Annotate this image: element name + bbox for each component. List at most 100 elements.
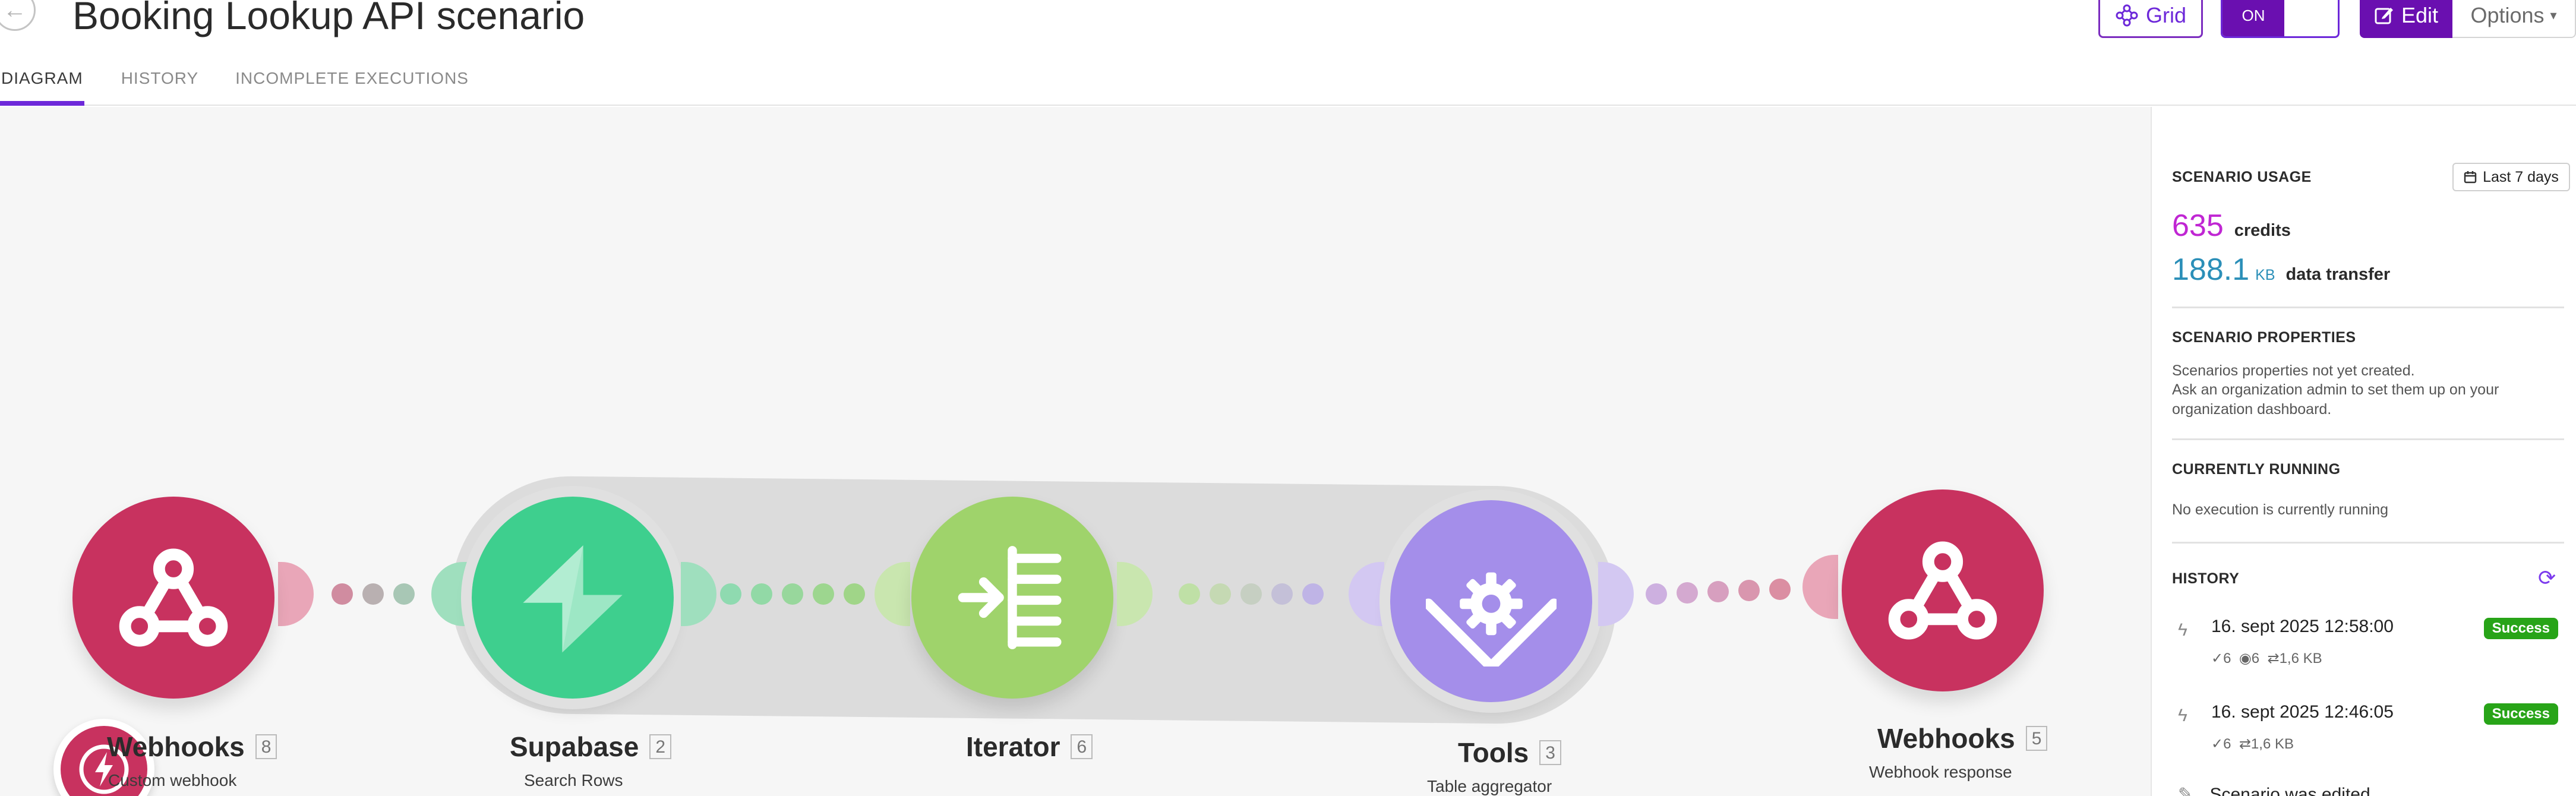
properties-text-1: Scenarios properties not yet created. — [2172, 362, 2415, 379]
credits-value: 635 — [2172, 209, 2224, 243]
usage-heading: SCENARIO USAGE — [2172, 169, 2312, 185]
bolt-icon: ϟ — [2178, 620, 2187, 640]
period-selector[interactable]: Last 7 days — [2452, 163, 2570, 191]
ops-count: 6 — [2223, 736, 2231, 752]
webhook-icon — [1888, 541, 1997, 640]
status-badge: Success — [2483, 618, 2558, 639]
connection-dot — [1179, 583, 1200, 605]
eye-icon: ◉ — [2239, 650, 2252, 667]
connection-dot — [1210, 583, 1231, 605]
connection-dot — [1271, 583, 1293, 605]
transfer-amount: 1,6 KB — [2279, 650, 2322, 667]
properties-heading: SCENARIO PROPERTIES — [2172, 329, 2356, 346]
module-name: Webhooks — [1877, 723, 2015, 754]
module-number-badge: 8 — [255, 734, 277, 759]
tab-bar: DIAGRAM HISTORY INCOMPLETE EXECUTIONS — [0, 67, 506, 106]
module-number-badge: 5 — [2025, 726, 2048, 751]
module-iterator[interactable] — [911, 497, 1113, 699]
page-title: Booking Lookup API scenario — [72, 0, 585, 37]
module-name: Iterator — [966, 731, 1060, 762]
connection-dot — [362, 583, 384, 605]
credits-row: 635 credits — [2172, 208, 2291, 244]
grid-label: Grid — [2145, 3, 2186, 27]
header: ← Booking Lookup API scenario DIAGRAM HI… — [0, 0, 2576, 106]
back-button[interactable]: ← — [0, 0, 36, 31]
module-name: Webhooks — [107, 731, 245, 762]
module-name: Tools — [1458, 737, 1529, 768]
module-label: Supabase 2 — [510, 731, 671, 763]
module-5-input-connector — [1802, 555, 1838, 619]
module-label: Webhooks 8 — [107, 731, 277, 763]
views-count: 6 — [2251, 650, 2260, 667]
module-label: Webhooks 5 — [1877, 722, 2048, 754]
arrow-left-icon: ← — [3, 0, 27, 23]
scenario-sidebar: SCENARIO USAGE Last 7 days 635 credits 1… — [2152, 107, 2576, 796]
ops-icon: ✓ — [2211, 736, 2224, 752]
tools-icon — [1426, 572, 1557, 667]
edit-button[interactable]: Edit — [2360, 0, 2452, 38]
module-number-badge: 3 — [1539, 740, 1561, 765]
bolt-icon: ϟ — [2178, 706, 2187, 725]
scenario-canvas[interactable]: Webhooks 8 Custom webhook Supabase 2 Sea… — [0, 107, 2151, 796]
grid-button[interactable]: Grid — [2098, 0, 2203, 38]
transfer-icon: ⇄ — [2239, 736, 2251, 752]
module-label: Iterator 6 — [966, 731, 1093, 763]
edited-text: Scenario was edited — [2209, 785, 2370, 796]
connection-dot — [751, 583, 772, 605]
history-meta: ✓6 ⇄1,6 KB — [2211, 735, 2294, 753]
transfer-icon: ⇄ — [2267, 650, 2280, 667]
module-subtitle: Webhook response — [1869, 763, 2012, 781]
module-subtitle: Custom webhook — [108, 771, 237, 789]
module-label: Tools 3 — [1458, 737, 1561, 769]
connection-dot — [332, 583, 353, 605]
iterator-icon — [958, 546, 1062, 649]
module-number-badge: 6 — [1071, 734, 1093, 759]
module-webhooks-response[interactable] — [1842, 489, 2044, 691]
options-dropdown[interactable]: Options ▾ — [2452, 0, 2576, 38]
transfer-row: 188.1 KB data transfer — [2172, 252, 2390, 288]
history-heading: HISTORY — [2172, 570, 2240, 587]
module-tools-table-aggregator[interactable] — [1379, 489, 1603, 713]
tab-incomplete-executions[interactable]: INCOMPLETE EXECUTIONS — [235, 69, 469, 87]
bolt-icon — [79, 744, 129, 794]
scenario-on-toggle[interactable]: ON — [2221, 0, 2340, 38]
module-name: Supabase — [510, 731, 639, 762]
connection-dot — [1302, 583, 1324, 605]
period-label: Last 7 days — [2483, 168, 2559, 185]
divider — [2172, 542, 2564, 544]
tab-history[interactable]: HISTORY — [121, 69, 199, 87]
transfer-value: 188.1 — [2172, 252, 2250, 287]
caret-down-icon: ▾ — [2550, 8, 2557, 23]
transfer-unit: KB — [2255, 267, 2275, 283]
panel-divider — [2151, 107, 2152, 796]
divider — [2172, 438, 2564, 440]
connection-dot — [844, 583, 865, 605]
module-supabase-search-rows[interactable] — [461, 486, 684, 709]
webhook-icon — [119, 548, 228, 647]
history-edit-item[interactable]: ✎ Scenario was edited — [2178, 784, 2370, 796]
history-date: 16. sept 2025 12:58:00 — [2211, 617, 2394, 636]
module-number-badge: 2 — [649, 734, 671, 759]
history-item[interactable]: ϟ 16. sept 2025 12:58:00 Success ✓6 ◉6 ⇄… — [2178, 617, 2558, 688]
connection-dot — [1240, 583, 1262, 605]
pencil-icon: ✎ — [2178, 785, 2193, 796]
transfer-amount: 1,6 KB — [2250, 736, 2294, 752]
connection-dot — [1769, 579, 1791, 600]
connection-dot — [393, 583, 415, 605]
refresh-icon[interactable]: ⟳ — [2538, 566, 2556, 590]
module-subtitle: Search Rows — [524, 771, 623, 789]
history-date: 16. sept 2025 12:46:05 — [2211, 702, 2394, 722]
connection-dot — [1646, 583, 1667, 605]
running-heading: CURRENTLY RUNNING — [2172, 461, 2341, 478]
module-webhooks-custom[interactable] — [72, 497, 274, 699]
history-meta: ✓6 ◉6 ⇄1,6 KB — [2211, 650, 2322, 667]
divider — [2172, 307, 2564, 308]
options-label: Options — [2470, 3, 2545, 27]
module-2-input-connector — [431, 562, 467, 626]
history-item[interactable]: ϟ 16. sept 2025 12:46:05 Success ✓6 ⇄1,6… — [2178, 702, 2558, 773]
tab-diagram[interactable]: DIAGRAM — [0, 67, 84, 106]
ops-icon: ✓ — [2211, 650, 2224, 667]
running-text: No execution is currently running — [2172, 501, 2389, 518]
calendar-icon — [2464, 171, 2477, 184]
credits-label: credits — [2234, 221, 2291, 240]
